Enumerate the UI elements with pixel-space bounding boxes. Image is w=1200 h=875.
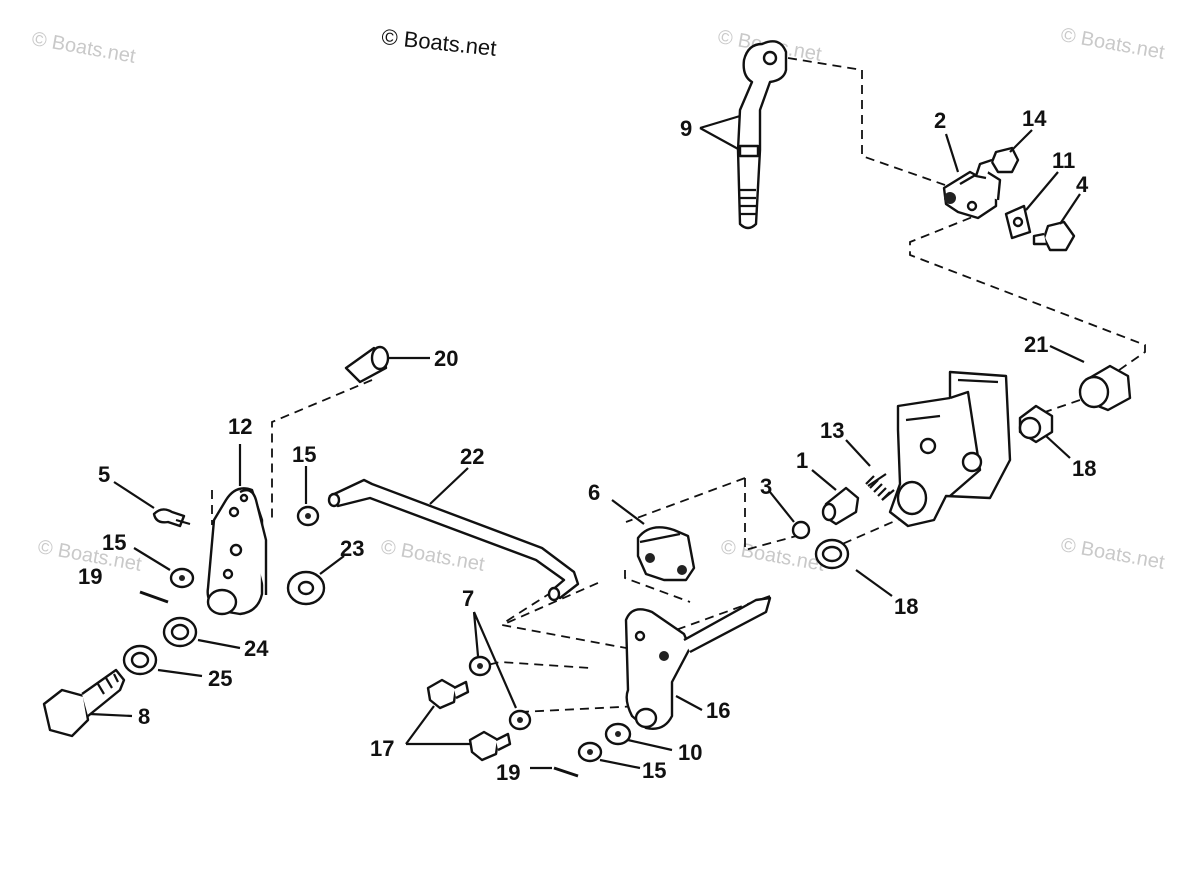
bushing-part-18-upper	[1018, 404, 1054, 444]
part-label-20: 20	[434, 346, 458, 371]
part-label-15-left: 15	[102, 530, 126, 555]
plunger-part-1	[821, 486, 860, 526]
part-label-23: 23	[340, 536, 364, 561]
part-number-labels: 9 2 14 11 4 20 12 5 15 22 15 19 23 24 25…	[78, 106, 1096, 785]
washer-part-25-hole	[130, 651, 150, 669]
part-label-6: 6	[588, 480, 600, 505]
washer-part-15-lower-hole	[587, 749, 593, 755]
washer-part-23-hole	[297, 580, 315, 596]
pin-part-20	[344, 345, 390, 384]
housing-bracket	[888, 370, 1012, 528]
part-label-5: 5	[98, 462, 110, 487]
shift-lever-part-12	[206, 487, 268, 616]
bolt-part-4	[1032, 220, 1076, 252]
part-label-19-lower: 19	[496, 760, 520, 785]
part-label-8: 8	[138, 704, 150, 729]
part-label-16: 16	[706, 698, 730, 723]
part-label-24: 24	[244, 636, 269, 661]
washer-part-15-upper-hole	[305, 513, 311, 519]
part-label-11: 11	[1052, 148, 1075, 173]
part-label-18-lower: 18	[894, 594, 918, 619]
leader-lines	[89, 114, 1085, 770]
washer-part-7-lower-hole	[517, 717, 523, 723]
bushing-part-18-lower	[814, 538, 850, 570]
shift-rod-part-22	[327, 478, 580, 602]
part-label-22: 22	[460, 444, 484, 469]
part-label-10: 10	[678, 740, 702, 765]
cam-part-6	[636, 526, 696, 582]
screw-part-17-lower	[468, 730, 512, 762]
bolt-part-8	[42, 668, 126, 738]
part-label-15-lower: 15	[642, 758, 666, 783]
part-label-7: 7	[462, 586, 474, 611]
part-label-18-upper: 18	[1072, 456, 1096, 481]
part-label-2: 2	[934, 108, 946, 133]
clamp-part-2	[942, 168, 1002, 220]
collar-part-21	[1078, 364, 1132, 412]
part-label-25: 25	[208, 666, 232, 691]
spring-part-13	[865, 473, 895, 501]
ball-part-3	[791, 520, 811, 540]
part-label-19-left: 19	[78, 564, 102, 589]
part-label-15-upper: 15	[292, 442, 316, 467]
nut-part-11	[1004, 204, 1032, 240]
cotter-pin-part-5	[152, 508, 191, 528]
link-rod-part-9	[736, 40, 788, 230]
part-label-4: 4	[1076, 172, 1089, 197]
cotter-pin-part-19-lower	[553, 766, 579, 778]
lever-arm-part-16	[624, 596, 772, 730]
washer-part-10-hole	[615, 731, 621, 737]
part-label-13: 13	[820, 418, 844, 443]
part-label-21: 21	[1024, 332, 1048, 357]
part-label-3: 3	[760, 474, 772, 499]
cotter-pin-part-19-left	[139, 590, 169, 604]
part-label-1: 1	[796, 448, 808, 473]
washer-part-24-hole	[170, 623, 190, 641]
washer-part-7-upper-hole	[477, 663, 483, 669]
part-label-12: 12	[228, 414, 252, 439]
part-label-17: 17	[370, 736, 394, 761]
part-label-9: 9	[680, 116, 692, 141]
washer-part-15-left-hole	[179, 575, 185, 581]
screw-part-17-upper	[426, 678, 470, 710]
screw-part-14	[974, 146, 1020, 180]
part-label-14: 14	[1022, 106, 1047, 131]
